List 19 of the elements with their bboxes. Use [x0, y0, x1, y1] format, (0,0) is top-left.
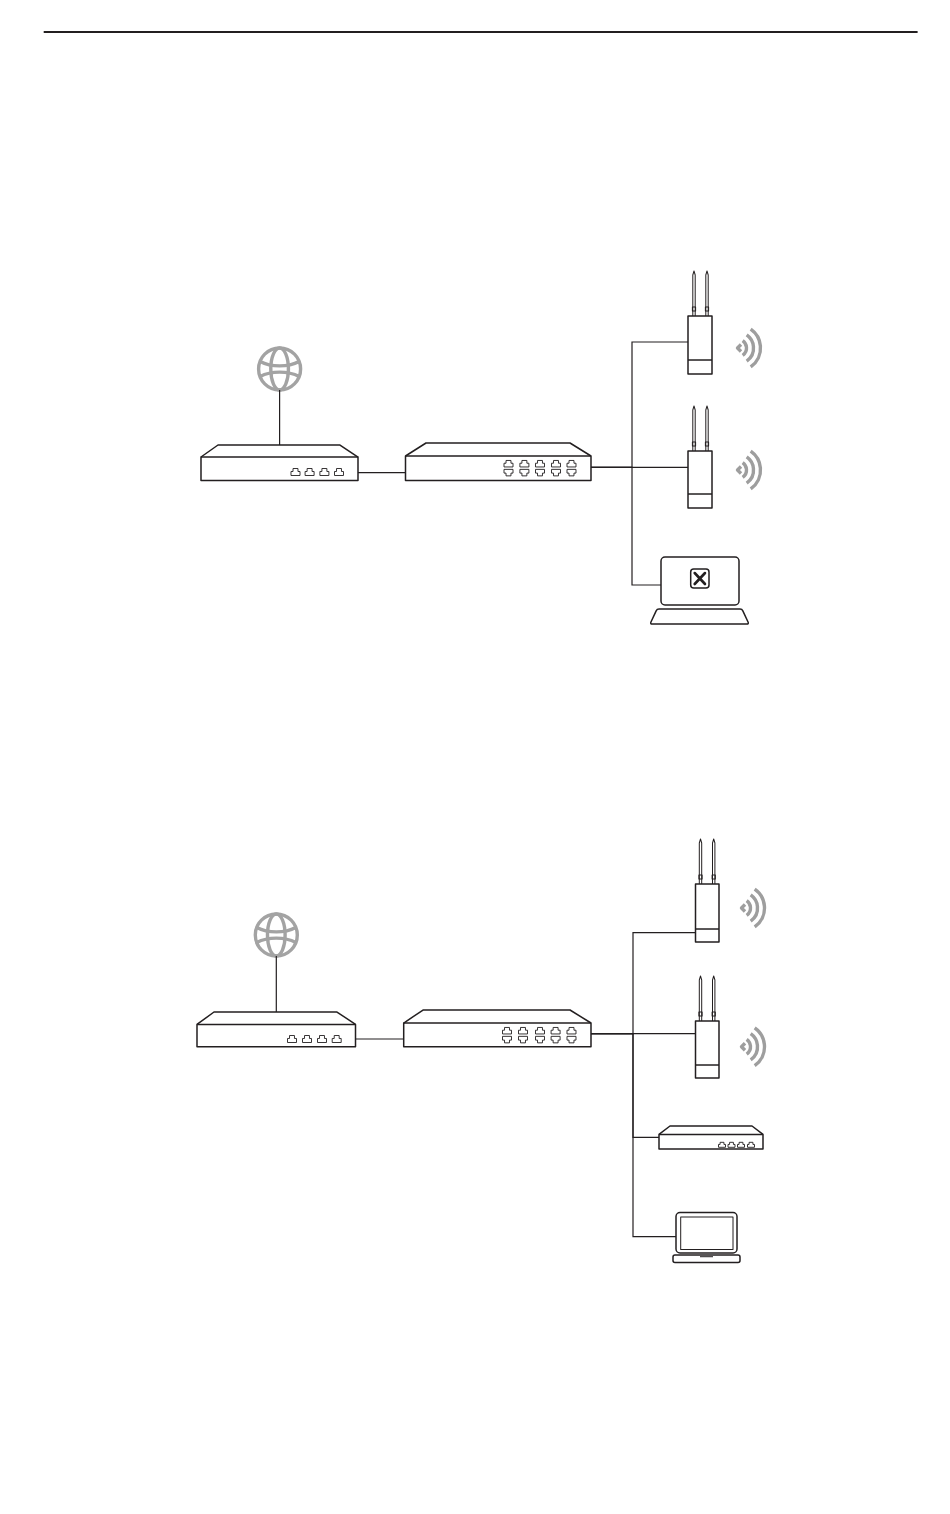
globe-icon — [253, 912, 299, 958]
router-picture — [658, 1125, 764, 1150]
router-picture — [196, 1011, 357, 1048]
globe-icon — [256, 346, 303, 392]
switch-picture — [402, 1009, 592, 1048]
cable-line — [279, 389, 281, 446]
access-point-picture — [694, 975, 720, 1079]
laptop-picture — [672, 1211, 741, 1264]
access-point-picture — [687, 405, 713, 509]
access-point-picture — [694, 838, 720, 943]
cable-line — [275, 955, 277, 1013]
router-picture — [200, 444, 359, 482]
laptop-picture — [649, 556, 750, 625]
cable-line — [590, 466, 662, 586]
access-point-picture — [687, 270, 713, 375]
switch-picture — [404, 442, 592, 482]
cable-line — [354, 1038, 405, 1040]
cable-line — [357, 472, 407, 474]
cable-line — [590, 1033, 677, 1238]
